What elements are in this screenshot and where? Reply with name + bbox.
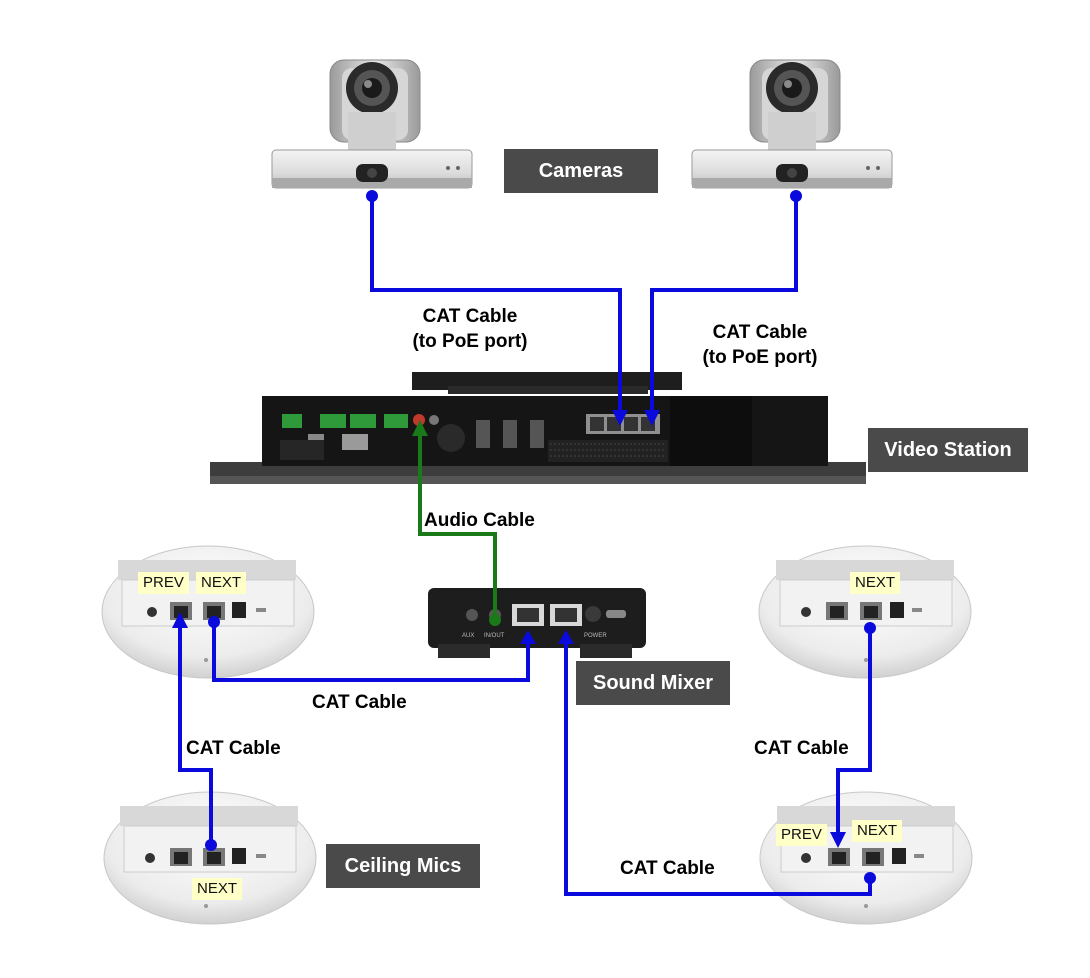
arrowhead xyxy=(412,420,428,436)
camera-right xyxy=(691,59,893,189)
video-station-device xyxy=(210,372,866,484)
cat-cable-camera-right xyxy=(650,196,798,420)
port-label-next: NEXT xyxy=(850,572,901,594)
ceiling-mic-top-left xyxy=(101,545,315,679)
ceiling-mic-bottom-right xyxy=(759,791,973,925)
arrowhead xyxy=(520,630,536,644)
cat-cable-right-mics-label: CAT Cable xyxy=(754,738,849,759)
arrowhead xyxy=(172,612,188,628)
mixer-aux-label: AUX xyxy=(462,633,474,639)
video-station-tag: Video Station xyxy=(868,428,1028,472)
cameras-tag: Cameras xyxy=(504,149,658,193)
cat-cable-mixer-left-label: CAT Cable xyxy=(312,692,407,713)
cable-endpoint-dot xyxy=(864,872,876,884)
cable-label-line: (to PoE port) xyxy=(412,331,528,352)
ceiling-mics-tag: Ceiling Mics xyxy=(326,844,480,888)
cable-endpoint-dot xyxy=(366,190,378,202)
cat-cable-left-mics xyxy=(178,620,213,845)
arrowhead xyxy=(558,630,574,644)
cable-endpoint-dot xyxy=(864,622,876,634)
audio-cable-label: Audio Cable xyxy=(424,510,535,531)
cat-cable-mixer-right xyxy=(564,636,872,896)
audio-cable xyxy=(418,428,497,616)
cat-cable-poe-left-label: CAT Cable (to PoE port) xyxy=(380,304,560,354)
mixer-in-out-label: IN/OUT xyxy=(484,633,505,639)
cat-cable-camera-left xyxy=(370,196,622,420)
sound-mixer-tag: Sound Mixer xyxy=(576,661,730,705)
port-label-prev: PREV xyxy=(776,824,827,846)
sound-mixer-device: AUX IN/OUT POWER xyxy=(428,588,646,658)
cable-endpoint-dot xyxy=(205,839,217,851)
cable-label-line: CAT Cable xyxy=(712,322,808,343)
port-label-next: NEXT xyxy=(852,820,903,842)
cable-endpoint-dot xyxy=(489,614,501,626)
ceiling-mic-top-right xyxy=(758,545,972,679)
cat-cable-poe-right-label: CAT Cable (to PoE port) xyxy=(670,320,850,370)
cable-endpoint-dot xyxy=(208,616,220,628)
arrowhead xyxy=(830,832,846,848)
cat-cable-mixer-right-label: CAT Cable xyxy=(620,858,715,879)
cat-cable-right-mics xyxy=(836,628,872,840)
cat-cable-mixer-left xyxy=(212,622,530,682)
mixer-power-label: POWER xyxy=(584,633,607,639)
arrowhead xyxy=(644,410,660,426)
camera-left xyxy=(271,59,473,189)
port-label-prev: PREV xyxy=(138,572,189,594)
port-label-next: NEXT xyxy=(196,572,247,594)
cable-endpoint-dot xyxy=(790,190,802,202)
port-label-next: NEXT xyxy=(192,878,243,900)
cable-label-line: CAT Cable xyxy=(422,306,518,327)
cable-label-line: (to PoE port) xyxy=(702,347,818,368)
arrowhead xyxy=(612,410,628,426)
cat-cable-left-mics-label: CAT Cable xyxy=(186,738,281,759)
